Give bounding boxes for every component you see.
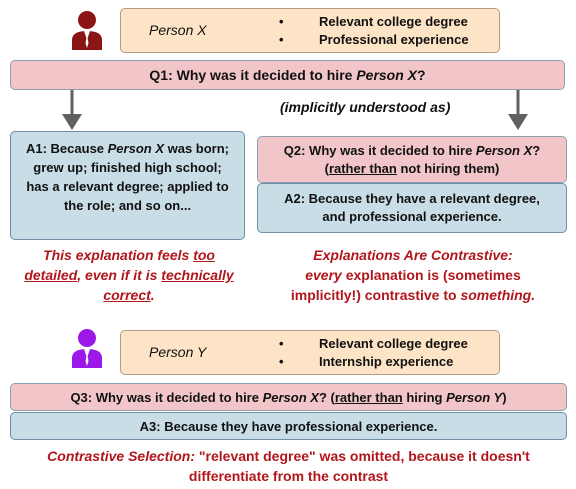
left-down-arrow — [62, 90, 82, 130]
person-y-box: Person Y Relevant college degree Interns… — [120, 330, 500, 375]
a2-box: A2: Because they have a relevant degree,… — [257, 183, 567, 233]
q2-prefix: Q2: Why was it decided to hire — [283, 143, 476, 158]
person-y-icon — [72, 329, 102, 368]
person-y-attributes: Relevant college degree Internship exper… — [279, 335, 468, 371]
a3-text: A3: Because they have professional exper… — [139, 418, 438, 434]
q3-box: Q3: Why was it decided to hire Person X?… — [10, 383, 567, 411]
a1-box: A1: Because Person X was born; grew up; … — [10, 131, 245, 240]
q2-mid: ? ( — [324, 143, 541, 176]
q2-box: Q2: Why was it decided to hire Person X?… — [257, 136, 567, 183]
q3-person-x: Person X — [262, 389, 319, 405]
note-left-u2: technically correct — [103, 267, 234, 303]
note-left-p3: . — [150, 287, 155, 303]
person-x-attribute: Professional experience — [279, 31, 469, 49]
q2-person: Person X — [475, 143, 533, 158]
bottom-note-rest: "relevant degree" was omitted, because i… — [188, 448, 530, 484]
person-x-attribute: Relevant college degree — [279, 13, 469, 31]
q3-person-y: Person Y — [446, 389, 503, 405]
note-right-line3: implicitly!) contrastive to — [290, 287, 461, 303]
q3-rather: rather than — [334, 389, 403, 405]
person-y-name: Person Y — [149, 344, 207, 360]
note-right: Explanations Are Contrastive: every expl… — [255, 245, 571, 305]
note-right-line1: Explanations Are Contrastive: — [313, 247, 513, 263]
q2-suffix: not hiring them) — [396, 161, 500, 176]
note-left: This explanation feels too detailed, eve… — [14, 245, 244, 305]
q1-person: Person X — [356, 67, 418, 83]
person-y-attribute: Internship experience — [279, 353, 468, 371]
a1-prefix: A1: Because — [25, 141, 108, 156]
a1-person: Person X — [107, 141, 164, 156]
implicit-note: (implicitly understood as) — [280, 99, 451, 115]
person-y-attribute: Relevant college degree — [279, 335, 468, 353]
q3-middle2: hiring — [402, 389, 447, 405]
q3-mid: ? ( — [318, 389, 335, 405]
q1-box: Q1: Why was it decided to hire Person X? — [10, 60, 565, 90]
a2-text: A2: Because they have a relevant degree,… — [284, 191, 540, 224]
note-right-line2: explanation is (sometimes — [341, 267, 521, 283]
q3-prefix: Q3: Why was it decided to hire — [70, 389, 263, 405]
note-right-something: something. — [460, 287, 536, 303]
q3-suffix: ) — [502, 389, 507, 405]
a1-rest: was born; grew up; finished high school;… — [26, 141, 230, 213]
person-x-attributes: Relevant college degree Professional exp… — [279, 13, 469, 49]
note-left-u1: too detailed — [24, 247, 215, 283]
note-left-p2: , even if it is — [77, 267, 162, 283]
person-x-box: Person X Relevant college degree Profess… — [120, 8, 500, 53]
person-x-icon — [72, 11, 102, 50]
a3-box: A3: Because they have professional exper… — [10, 412, 567, 440]
q1-suffix: ? — [417, 67, 426, 83]
bottom-note: Contrastive Selection: "relevant degree"… — [10, 446, 567, 486]
note-left-p1: This explanation feels — [43, 247, 194, 263]
right-down-arrow — [508, 90, 528, 130]
bottom-note-label: Contrastive Selection: — [47, 448, 195, 464]
note-right-every: every — [305, 267, 342, 283]
q1-prefix: Q1: Why was it decided to hire — [149, 67, 357, 83]
person-x-name: Person X — [149, 22, 207, 38]
q2-rather: rather than — [328, 161, 397, 176]
